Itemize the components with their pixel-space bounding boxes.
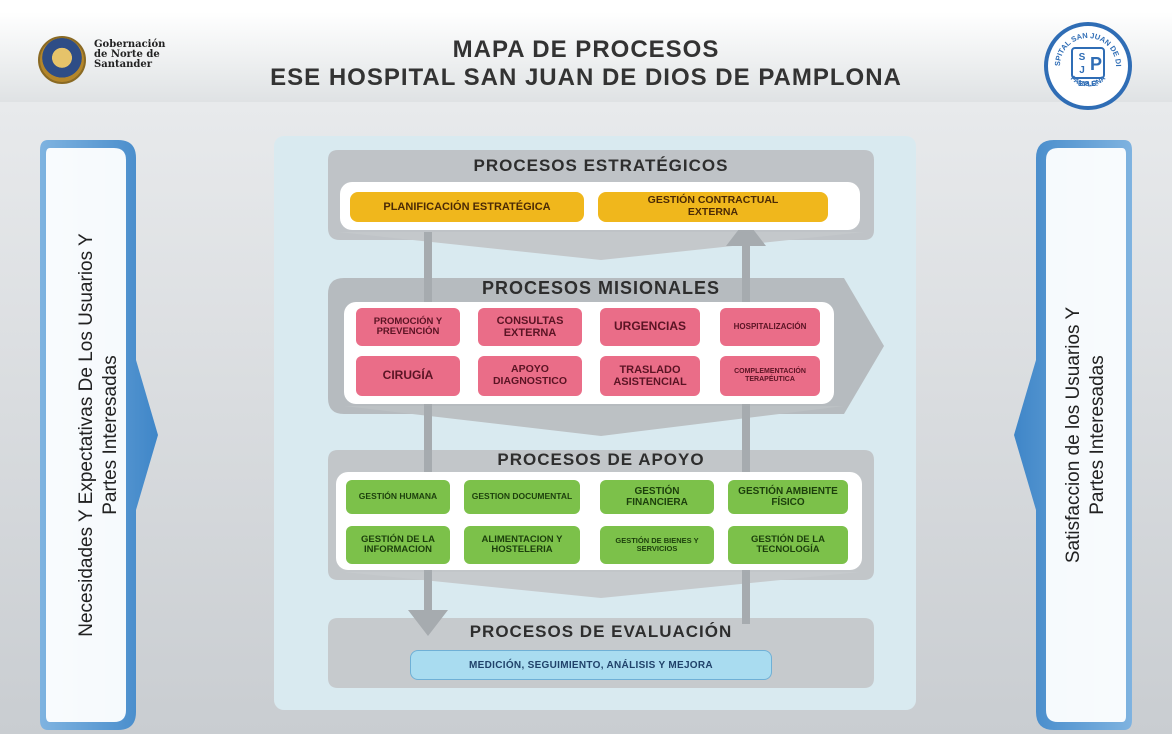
process-gestion-documental: GESTION DOCUMENTAL (464, 480, 580, 514)
estrategicos-title: PROCESOS ESTRATÉGICOS (473, 156, 729, 175)
gobernacion-seal-icon (38, 36, 86, 84)
left-panel-line-2: Partes Interesadas (100, 355, 121, 515)
process-gestion-de-la-informacion: GESTIÓN DE LA INFORMACION (346, 526, 450, 564)
gov-text-line-3: Santander (94, 59, 152, 70)
process-gestion-financiera: GESTIÓN FINANCIERA (600, 480, 714, 514)
process-gestion-de-la-tecnologia: GESTIÓN DE LA TECNOLOGÍA (728, 526, 848, 564)
gobernacion-logo-text: Gobernación de Norte de Santander (94, 40, 165, 70)
process-urgencias: URGENCIAS (600, 308, 700, 346)
process-alimentacion-hosteleria: ALIMENTACION Y HOSTELERIA (464, 526, 580, 564)
right-panel-line-1: Satisfaccion de los Usuarios Y (1063, 306, 1084, 564)
process-planificacion-estrategica: PLANIFICACIÓN ESTRATÉGICA (350, 192, 584, 222)
right-panel-satisfaction: Satisfaccion de los Usuarios Y Partes In… (1014, 140, 1132, 730)
process-map-center: PROCESOS ESTRATÉGICOS PLANIFICACIÓN ESTR… (274, 136, 916, 710)
right-panel-label: Satisfaccion de los Usuarios Y Partes In… (1062, 155, 1110, 715)
hospital-logo-letter-p: P (1090, 54, 1102, 74)
process-hospitalizacion: HOSPITALIZACIÓN (720, 308, 820, 346)
process-gestion-ambiente-fisico: GESTIÓN AMBIENTE FÍSICO (728, 480, 848, 514)
process-traslado-asistencial: TRASLADO ASISTENCIAL (600, 356, 700, 396)
left-panel-label: Necesidades Y Expectativas De Los Usuari… (75, 155, 123, 715)
right-panel-line-2: Partes Interesadas (1087, 355, 1108, 515)
process-promocion-prevencion: PROMOCIÓN Y PREVENCIÓN (356, 308, 460, 346)
left-panel-shape (40, 140, 158, 730)
misionales-title: PROCESOS MISIONALES (481, 278, 721, 298)
process-medicion-seguimiento: MEDICIÓN, SEGUIMIENTO, ANÁLISIS Y MEJORA (410, 650, 772, 680)
process-gestion-contractual-externa: GESTIÓN CONTRACTUAL EXTERNA (598, 192, 828, 222)
gov-text-line-1: Gobernación (94, 39, 166, 50)
page-subtitle: ESE HOSPITAL SAN JUAN DE DIOS DE PAMPLON… (270, 64, 902, 91)
hospital-logo-letter-s: S (1079, 52, 1086, 63)
header (0, 12, 1172, 102)
process-apoyo-diagnostico: APOYO DIAGNOSTICO (478, 356, 582, 396)
left-panel-line-1: Necesidades Y Expectativas De Los Usuari… (76, 233, 97, 637)
process-cirugia: CIRUGÍA (356, 356, 460, 396)
page-title: MAPA DE PROCESOS (452, 36, 720, 63)
hospital-logo-icon: HOSPITAL SAN JUAN DE DIOS PAMPLONA S J P… (1044, 22, 1132, 110)
hospital-logo-ese: E.S.E. (1078, 81, 1098, 88)
hospital-logo-ring-top: HOSPITAL SAN JUAN DE DIOS (1048, 26, 1123, 67)
left-panel-needs: Necesidades Y Expectativas De Los Usuari… (40, 140, 158, 730)
process-consultas-externa: CONSULTAS EXTERNA (478, 308, 582, 346)
process-gestion-bienes-servicios: GESTIÓN DE BIENES Y SERVICIOS (600, 526, 714, 564)
svg-text:HOSPITAL SAN JUAN DE DIOS: HOSPITAL SAN JUAN DE DIOS (1048, 26, 1123, 67)
evaluacion-title: PROCESOS DE EVALUACIÓN (469, 622, 733, 641)
apoyo-title: PROCESOS DE APOYO (497, 450, 705, 469)
gov-text-line-2: de Norte de (94, 49, 160, 60)
process-gestion-humana: GESTIÓN HUMANA (346, 480, 450, 514)
hospital-logo-letter-j: J (1079, 65, 1085, 76)
right-panel-shape (1014, 140, 1132, 730)
process-complementacion-terapeutica: COMPLEMENTACIÓN TERAPÉUTICA (720, 356, 820, 396)
